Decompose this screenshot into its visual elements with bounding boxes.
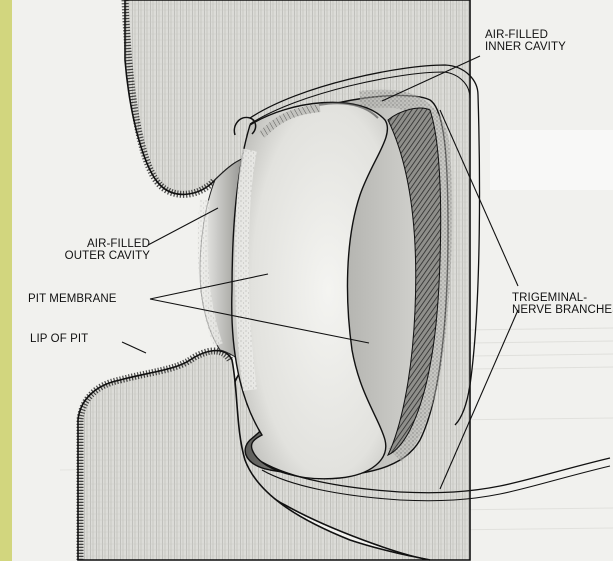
pit-organ-diagram bbox=[12, 0, 613, 561]
label-lip-of-pit-text: LIP OF PIT bbox=[30, 333, 88, 345]
label-outer-cavity: AIR-FILLED OUTER CAVITY bbox=[26, 238, 150, 262]
label-trigeminal-line2: NERVE BRANCHES bbox=[512, 304, 613, 316]
label-trigeminal-line1: TRIGEMINAL- bbox=[512, 292, 613, 304]
label-trigeminal: TRIGEMINAL- NERVE BRANCHES bbox=[512, 292, 613, 316]
label-inner-cavity: AIR-FILLED INNER CAVITY bbox=[485, 29, 566, 53]
label-lip-of-pit: LIP OF PIT bbox=[30, 333, 88, 345]
label-pit-membrane: PIT MEMBRANE bbox=[28, 293, 117, 305]
label-inner-cavity-line1: AIR-FILLED bbox=[485, 29, 566, 41]
label-outer-cavity-line2: OUTER CAVITY bbox=[26, 250, 150, 262]
label-inner-cavity-line2: INNER CAVITY bbox=[485, 41, 566, 53]
label-outer-cavity-line1: AIR-FILLED bbox=[26, 238, 150, 250]
figure-page: AIR-FILLED INNER CAVITY AIR-FILLED OUTER… bbox=[12, 0, 613, 561]
label-pit-membrane-text: PIT MEMBRANE bbox=[28, 293, 117, 305]
